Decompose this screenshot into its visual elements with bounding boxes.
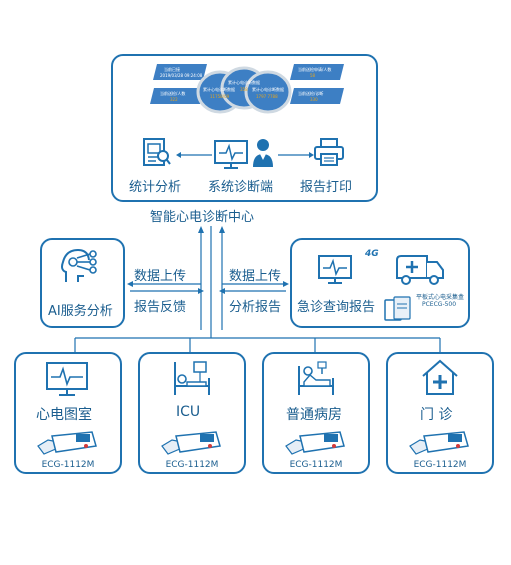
device-model-icu: ECG-1112M [165,460,219,470]
arrow-to-print [278,152,314,158]
dept-name-ecg-room: 心电图室 [36,407,92,423]
ambulance-icon [396,255,444,285]
tablet-device-model: PCECG-500 [422,301,457,308]
device-model-ecg-room: ECG-1112M [41,460,95,470]
ecg-device-icon [285,431,345,455]
dash-circle-3-label: 累计心电诊断数据 [252,87,284,92]
dash-card-left-1-value: 2019/03/28 09:24:08 [160,73,203,78]
device-model-clinic: ECG-1112M [413,460,467,470]
dash-card-left-1-title: 当前已接 [164,67,180,72]
feedback-label: 报告反馈 [134,300,187,315]
dash-circle-1-value: 11758/09 [210,94,230,99]
device-model-ward: ECG-1112M [289,460,343,470]
dept-name-icu: ICU [176,404,201,420]
ecg-monitor-icon [46,362,88,396]
system-diagnosis-label: 系统诊断端 [208,180,274,195]
emergency-monitor-icon [318,255,352,284]
ai-head-icon [61,248,97,282]
doctor-icon [253,139,273,167]
clinic-house-icon [422,359,458,395]
dash-card-left-2-value: 322 [170,97,178,102]
ward-bed-icon [298,361,334,395]
4g-badge: 4G [365,249,379,259]
dash-circle-1-label: 累计心电诊断数据 [203,87,235,92]
ecg-device-icon [409,431,469,455]
emergency-query-label: 急诊查询报告 [297,300,376,315]
monitor-icon [214,140,248,169]
dash-circle-2-value: 358 [240,87,248,92]
ai-service-label: AI服务分析 [48,304,113,319]
upload-right-label: 数据上传 [229,269,282,284]
ecg-device-icon [37,431,97,455]
department-box-clinic [386,352,494,474]
statistics-label: 统计分析 [129,180,182,195]
report-print-label: 报告打印 [300,180,353,195]
emergency-box [290,238,470,328]
ai-service-box [40,238,125,328]
dept-name-clinic: 门 诊 [420,407,453,423]
dash-card-left-2-title: 当前送检/人数 [160,91,186,96]
analysis-report-label: 分析报告 [229,300,282,315]
statistics-icon [143,138,171,166]
dash-card-right-1-value: 58 [310,73,316,78]
printer-icon [314,138,344,166]
dept-name-ward: 普通病房 [286,407,342,423]
icu-bed-icon [174,361,210,395]
dash-card-right-2-title: 当前送检/诊断 [298,91,324,96]
ecg-device-icon [161,431,221,455]
dash-card-right-1-title: 当前送检申请/人数 [298,67,332,72]
tablet-device-name: 平板式心电采集盒 [416,294,465,301]
department-box-ward [262,352,370,474]
tablet-device-icon [384,296,411,321]
dash-card-right-2-value: 330 [310,97,318,102]
center-title: 智能心电诊断中心 [150,210,255,225]
dash-circle-3-value: 1797 7788 [256,94,278,99]
department-box-icu [138,352,246,474]
upload-left-label: 数据上传 [134,269,187,284]
dash-circle-2-label: 累计心电诊断数据 [228,80,260,85]
arrow-to-statistics [176,152,212,158]
